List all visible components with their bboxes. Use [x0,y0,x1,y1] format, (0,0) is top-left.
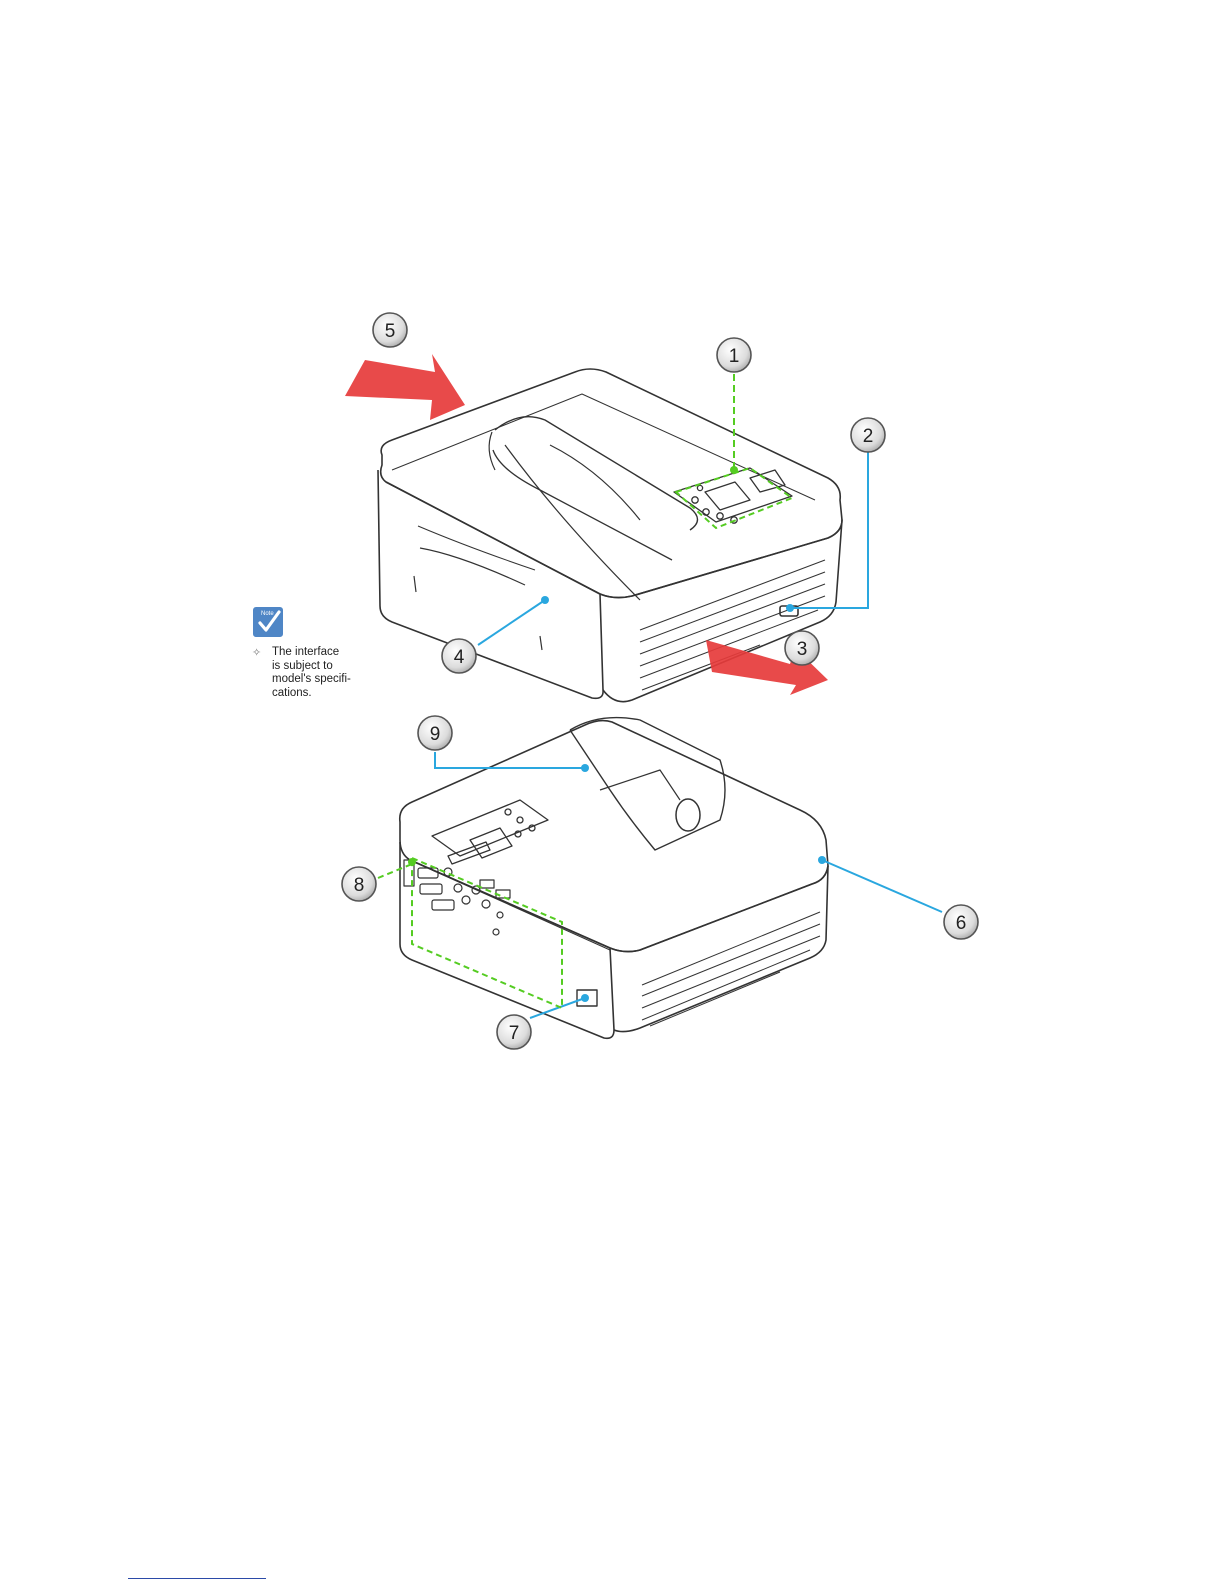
note-bullet-icon: ✧ [252,646,261,659]
callout-number: 9 [430,724,441,745]
note-line: cations. [272,687,382,701]
note-line: is subject to [272,660,382,674]
footer-link-underline [128,1578,266,1579]
callout-7: 7 [497,1015,531,1049]
callout-number: 4 [454,647,465,668]
callout-number: 1 [729,346,740,367]
callout-number: 5 [385,321,396,342]
callout-number: 7 [509,1023,520,1044]
callout-2: 2 [851,418,885,452]
callout-9: 9 [418,716,452,750]
callout-number: 2 [863,426,874,447]
callout-5: 5 [373,313,407,347]
projector-rear-side-face [610,866,828,1032]
callout-6: 6 [944,905,978,939]
projector-rear-view [400,718,828,1039]
projector-front-face [378,470,603,698]
callout-8: 8 [342,867,376,901]
callout-3: 3 [785,631,819,665]
rear-control-panel [432,800,548,864]
exhaust-airflow-arrow [345,354,465,420]
note-line: model's specifi- [272,673,382,687]
lens [676,799,700,831]
callout-number: 8 [354,875,365,896]
checkmark-note-icon: Note [252,606,284,638]
callout-4: 4 [442,639,476,673]
projector-rear-top-surface [400,721,828,952]
callout-number: 6 [956,913,967,934]
note-line: The interface [272,646,382,660]
callout-1: 1 [717,338,751,372]
note-text: The interface is subject to model's spec… [272,646,382,700]
note-badge-label: Note [261,611,274,617]
control-panel [674,468,792,523]
leader-lines [378,374,942,1018]
note-box: Note ✧ The interface is subject to model… [252,606,392,643]
rear-ventilation-grille [642,912,820,1026]
callout-number: 3 [797,639,808,660]
projector-rear-face [400,842,614,1038]
